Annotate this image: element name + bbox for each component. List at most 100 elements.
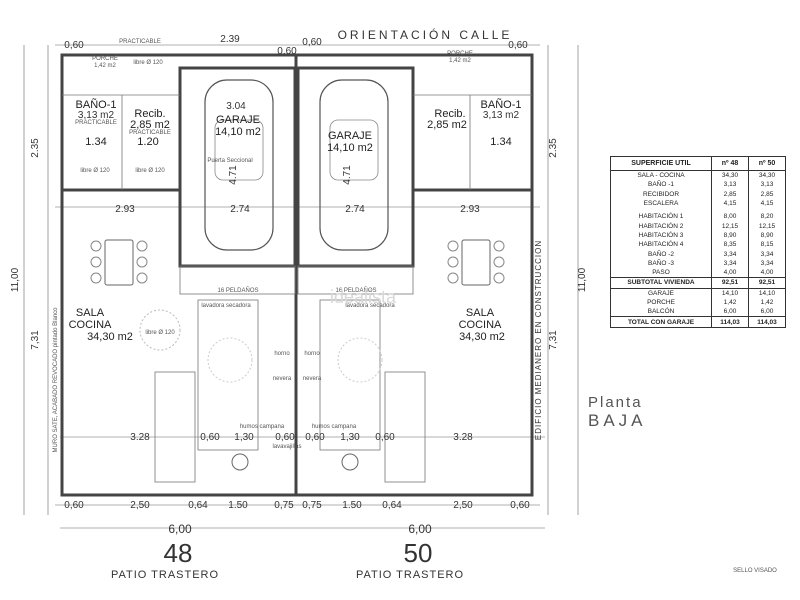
dim-top: 2.39	[220, 34, 240, 45]
dim-top: 0,60	[64, 40, 84, 51]
bath-area: 3,13 m2	[483, 110, 520, 121]
row-value: 8,20	[748, 212, 786, 222]
row-label: SUBTOTAL VIVIENDA	[610, 277, 712, 289]
stairs-label: 16 PELDAÑOS	[217, 287, 258, 294]
row-value: 92,51	[711, 277, 749, 289]
table-header: nº 50	[748, 156, 786, 171]
dim-mid: 2.74	[230, 204, 250, 215]
dim-inner: 1.20	[137, 136, 158, 148]
unit-number: 48	[164, 538, 193, 568]
dim-kitchen: 1,30	[234, 432, 254, 443]
row-value: 8,35	[711, 240, 749, 250]
recib-name: Recib.	[134, 108, 165, 120]
dim-mid: 2.74	[345, 204, 365, 215]
fridge-label: nevera	[303, 376, 322, 382]
living-name: SALA	[76, 307, 105, 319]
row-value: 12,15	[748, 221, 786, 231]
row-value: 3,34	[748, 258, 786, 268]
row-value: 8,15	[748, 240, 786, 250]
turning-circle-icon	[139, 309, 181, 351]
wall-note: MURO SATE, ACABADO REVOCADO pintado Blan…	[53, 307, 59, 453]
dim-vertical: 4.71	[228, 165, 239, 185]
table-header: nº 48	[711, 156, 749, 171]
orientation-label: ORIENTACIÓN CALLE	[338, 27, 513, 42]
row-value: 1,42	[711, 297, 749, 308]
dining-table-icon	[447, 239, 505, 286]
oven-label: horno	[274, 351, 290, 357]
walls	[60, 53, 534, 497]
oven-label: horno	[304, 351, 320, 357]
fridge-label: nevera	[273, 376, 292, 382]
plan-title-line2: BAJA	[588, 411, 647, 430]
row-value: 3,13	[748, 180, 786, 190]
row-label: SALA - COCINA	[610, 170, 712, 181]
dim-top: 0,60	[302, 37, 322, 48]
plan-title: Planta BAJA	[588, 394, 647, 431]
row-value: 34,30	[711, 170, 749, 181]
dim-vertical: 11,00	[10, 267, 21, 292]
row-value: 6,00	[748, 307, 786, 317]
dishwasher-label: lavavajillas	[272, 444, 301, 450]
table-header-row: SUPERFICIE UTIL nº 48 nº 50	[610, 156, 786, 171]
door-label: Puerta Seccional	[207, 158, 252, 164]
dim-vertical: 2.35	[30, 138, 41, 158]
row-label: HABITACIÓN 3	[610, 230, 712, 241]
porch-label: PORCHE	[92, 56, 118, 62]
libre-label: libre Ø 120	[80, 168, 110, 174]
plan-title-line1: Planta	[588, 394, 643, 411]
row-value: 3,13	[711, 180, 749, 190]
turning-circle-icon	[207, 337, 253, 383]
row-value: 3,34	[711, 249, 749, 259]
row-value: 12,15	[711, 221, 749, 231]
row-label: HABITACIÓN 2	[610, 221, 712, 231]
hood-label: humos campana	[312, 424, 357, 430]
car-icon	[204, 79, 274, 251]
dim-inner: 1.34	[490, 136, 511, 148]
living-area: 34,30 m2	[459, 331, 505, 343]
stamp-label: SELLO VISADO	[733, 568, 777, 574]
bath-name: BAÑO-1	[76, 98, 117, 111]
dim-mid: 2.93	[115, 204, 135, 215]
recib-name: Recib.	[434, 108, 465, 120]
stairs-label: 16 PELDAÑOS	[335, 287, 376, 294]
row-value: 4,00	[748, 267, 786, 278]
row-value: 2,85	[711, 189, 749, 199]
row-label: HABITACIÓN 1	[610, 212, 712, 222]
sink-icon	[341, 453, 359, 471]
row-value: 114,03	[748, 316, 786, 328]
garage-area: 14,10 m2	[327, 142, 373, 154]
dim-bottom: 0,64	[188, 500, 208, 511]
row-value: 4,00	[711, 267, 749, 278]
porch-area: 1,42 m2	[94, 63, 116, 69]
car-icon	[319, 79, 389, 251]
garage-name: GARAJE	[216, 114, 260, 126]
row-label: BAÑO -2	[610, 249, 712, 259]
dim-kitchen: 0,60	[200, 432, 220, 443]
row-value: 34,30	[748, 170, 786, 181]
row-value: 2,85	[748, 189, 786, 199]
recib-area: 2,85 m2	[427, 119, 467, 131]
dim-bottom: 2,50	[130, 500, 150, 511]
porch-area: 1,42 m2	[449, 58, 471, 64]
row-label: ESCALERA	[610, 198, 712, 209]
dim-top: 0,60	[277, 46, 297, 57]
row-value: 8,00	[711, 212, 749, 222]
libre-label: libre Ø 120	[135, 168, 165, 174]
libre-label: libre Ø 120	[133, 60, 163, 66]
row-label: BALCÓN	[610, 307, 712, 317]
patio-label: PATIO TRASTERO	[356, 569, 464, 581]
row-value: 114,03	[711, 316, 749, 328]
row-value: 4,15	[748, 198, 786, 209]
dim-mid: 2.93	[460, 204, 480, 215]
